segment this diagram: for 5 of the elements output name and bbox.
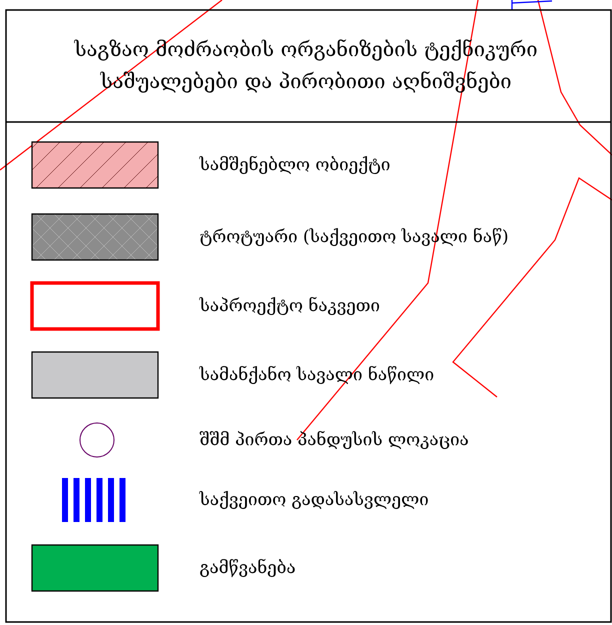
legend-label: სამშენებლო ობიექტი (199, 156, 390, 174)
legend-label: გამწვანება (200, 558, 295, 578)
legend-label: შშმ პირთა პანდუსის ლოკაცია (200, 430, 468, 450)
legend-label: საქვეითო გადასასვლელი (199, 491, 428, 509)
legend-label: საპროექტო ნაკვეთი (199, 296, 380, 316)
